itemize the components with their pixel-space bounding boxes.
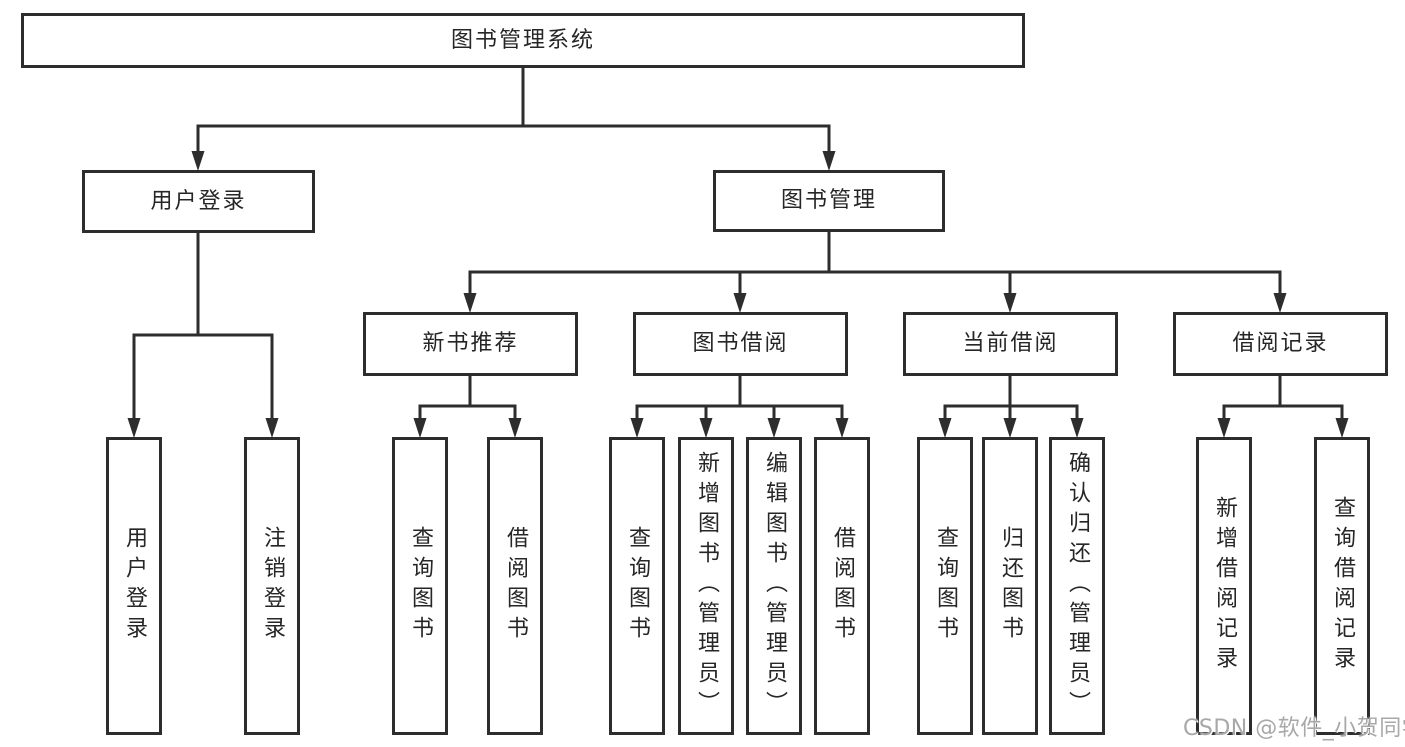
node-group-book-management-label: 图书管理 <box>780 188 877 213</box>
leaf-user-login-label: 用户登录 <box>122 526 147 646</box>
leaf-records-add-borrow-record-label: 新增借阅记录 <box>1212 496 1237 676</box>
leaf-borrow-query-books-label: 查询图书 <box>625 526 650 646</box>
leaf-current-return-books-label: 归还图书 <box>998 526 1023 646</box>
csdn-watermark: CSDN @软件_小贺同学 <box>1183 716 1405 741</box>
leaf-recommend-borrow-books: 借阅图书 <box>487 437 543 735</box>
leaf-borrow-add-books-admin: 新增图书（管理员） <box>678 437 734 735</box>
leaf-logout-login: 注销登录 <box>244 437 300 735</box>
leaf-recommend-query-books-label: 查询图书 <box>408 526 433 646</box>
leaf-borrow-add-books-admin-label: 新增图书（管理员） <box>694 451 719 721</box>
node-root-label: 图书管理系统 <box>450 27 595 53</box>
leaf-logout-login-label: 注销登录 <box>260 526 285 646</box>
node-section-book-borrow-label: 图书借阅 <box>692 331 789 356</box>
leaf-current-confirm-return-admin: 确认归还（管理员） <box>1049 437 1105 735</box>
leaf-recommend-borrow-books-label: 借阅图书 <box>503 526 528 646</box>
node-section-current-borrow: 当前借阅 <box>903 312 1118 376</box>
connector-new-book-recommend-to-leaves <box>413 376 522 438</box>
leaf-borrow-borrow-books: 借阅图书 <box>814 437 870 735</box>
node-group-user-login-label: 用户登录 <box>150 188 247 214</box>
leaf-current-return-books: 归还图书 <box>982 437 1038 735</box>
node-section-book-borrow: 图书借阅 <box>633 312 848 376</box>
node-section-new-book-recommend: 新书推荐 <box>363 312 578 376</box>
node-group-book-management: 图书管理 <box>713 170 945 232</box>
node-root: 图书管理系统 <box>21 13 1025 68</box>
leaf-borrow-query-books: 查询图书 <box>609 437 665 735</box>
node-group-user-login: 用户登录 <box>82 170 315 233</box>
leaf-borrow-edit-books-admin-label: 编辑图书（管理员） <box>762 451 787 721</box>
node-section-new-book-recommend-label: 新书推荐 <box>422 331 519 356</box>
leaf-borrow-borrow-books-label: 借阅图书 <box>830 526 855 646</box>
connector-root-to-groups <box>191 68 836 171</box>
connector-current-borrow-to-leaves <box>938 376 1084 438</box>
leaf-records-add-borrow-record: 新增借阅记录 <box>1196 437 1252 735</box>
node-section-current-borrow-label: 当前借阅 <box>962 331 1059 356</box>
connector-book-borrow-to-leaves <box>630 376 849 438</box>
connector-borrow-records-to-leaves <box>1217 376 1349 438</box>
node-section-borrow-records-label: 借阅记录 <box>1232 331 1329 356</box>
connector-user-login-to-leaves <box>127 233 279 438</box>
leaf-current-query-books-label: 查询图书 <box>933 526 958 646</box>
leaf-current-confirm-return-admin-label: 确认归还（管理员） <box>1065 451 1090 721</box>
leaf-borrow-edit-books-admin: 编辑图书（管理员） <box>746 437 802 735</box>
leaf-current-query-books: 查询图书 <box>917 437 973 735</box>
leaf-records-query-borrow-record: 查询借阅记录 <box>1314 437 1370 735</box>
node-section-borrow-records: 借阅记录 <box>1173 312 1388 376</box>
connector-book-management-to-sections <box>463 232 1287 313</box>
leaf-recommend-query-books: 查询图书 <box>392 437 448 735</box>
leaf-user-login: 用户登录 <box>106 437 162 735</box>
leaf-records-query-borrow-record-label: 查询借阅记录 <box>1330 496 1355 676</box>
